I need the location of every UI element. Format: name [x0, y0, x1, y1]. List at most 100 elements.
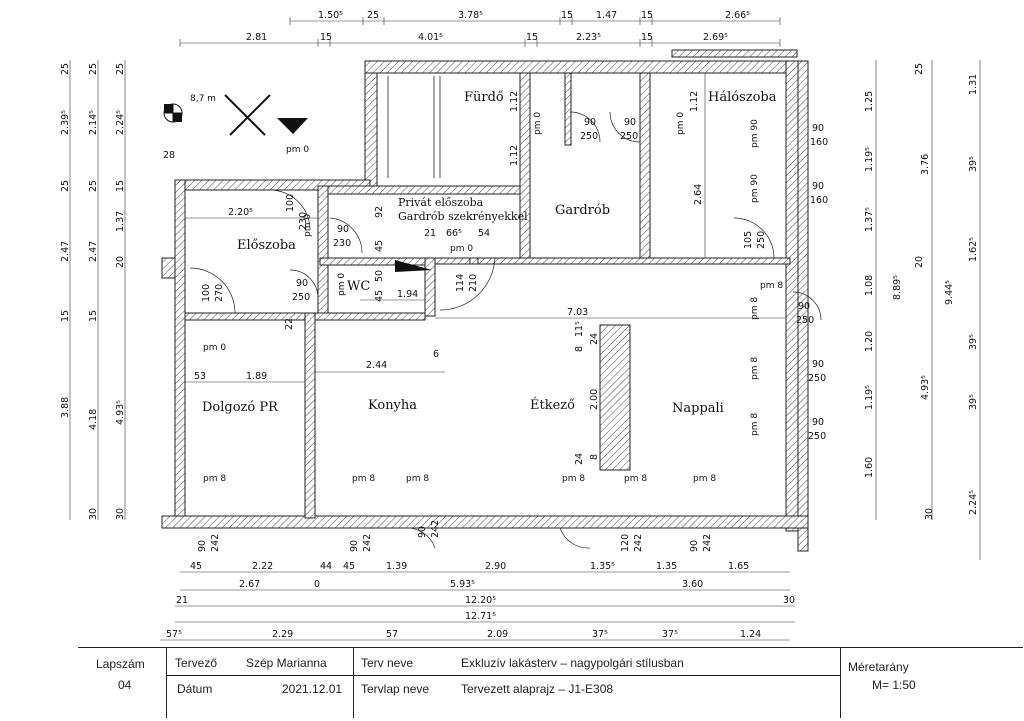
- pm-label: pm 8: [352, 474, 375, 484]
- dim-interior: 1.12: [689, 91, 700, 112]
- dim-left-11: 15: [88, 310, 99, 322]
- dim-right-8: 25: [914, 63, 925, 75]
- dim-left-1: 25: [60, 63, 71, 75]
- dim-bottom: 1.35: [656, 561, 677, 572]
- room-furdo: Fürdő: [464, 90, 504, 105]
- dim-bottom: 5.93⁵: [450, 579, 475, 590]
- dim-left-4: 2.47: [60, 241, 71, 262]
- dim-right-15: 1.31: [968, 74, 979, 95]
- opening-width: 90: [584, 117, 596, 128]
- dim-left-2: 2.39⁵: [60, 110, 71, 135]
- opening-height: 242: [633, 534, 644, 552]
- dim-interior: 8: [574, 346, 585, 352]
- dim-interior: 2.20⁵: [228, 207, 253, 218]
- dim-bottom: 45: [343, 561, 355, 572]
- dim-left-9: 25: [88, 180, 99, 192]
- north-label: 8,7 m: [190, 94, 216, 104]
- dim-interior: 50: [374, 270, 385, 282]
- dim-bottom: 37⁵: [592, 629, 608, 640]
- dim-top-4: 15: [561, 10, 573, 21]
- dim-left-16: 15: [115, 180, 126, 192]
- pm-label: pm 0: [533, 112, 543, 135]
- dim-right-6: 1.19⁵: [864, 385, 875, 410]
- opening-width: 90: [812, 359, 824, 370]
- opening-height: 250: [808, 431, 826, 442]
- room-haloszoba: Hálószoba: [708, 90, 777, 105]
- pm-label: pm 8: [760, 281, 783, 291]
- left-dimensions: 25 2.39⁵ 25 2.47 15 3.88 25 2.14⁵ 25 2.4…: [60, 60, 126, 520]
- dim-bottom: 2.67: [239, 579, 260, 590]
- pm-label: pm 0: [337, 273, 347, 296]
- dim-bottom: 45: [190, 561, 202, 572]
- room-dolgozo: Dolgozó PR: [202, 400, 279, 415]
- pm-label: pm 8: [750, 297, 760, 320]
- pm-label: pm 0: [286, 145, 309, 155]
- dim-interior: 11⁵: [574, 321, 585, 337]
- opening-height: 250: [580, 131, 598, 142]
- room-konyha: Konyha: [368, 398, 417, 413]
- dim-top-5: 1.47: [596, 10, 617, 21]
- opening-width: 90: [296, 278, 308, 289]
- dim-right-14: 9.44⁵: [944, 280, 955, 305]
- room-privat-eloszoba-sub: Gardrób szekrényekkel: [398, 210, 528, 223]
- dim-right-19: 39⁵: [968, 394, 979, 410]
- datum-value: 2021.12.01: [282, 682, 343, 696]
- dim-bottom: 1.24: [740, 629, 761, 640]
- opening-width: 105: [743, 231, 754, 249]
- dim-left-5: 15: [60, 310, 71, 322]
- level-marks: pm 0 pm 0 pm 0 pm 0 pm 0 pm 0 pm 0 pm 90…: [203, 112, 783, 484]
- opening-width: 90: [798, 301, 810, 312]
- opening-width: 90: [197, 540, 208, 552]
- title-block: Lapszám 04 Tervező Szép Marianna Dátum 2…: [78, 647, 1023, 718]
- pm-label: pm 8: [750, 413, 760, 436]
- dim-interior: 21: [424, 228, 436, 239]
- dim-bottom: 1.39: [386, 561, 407, 572]
- dim-bottom: 1.65: [728, 561, 749, 572]
- opening-height: 250: [808, 373, 826, 384]
- dim-bottom: 12.71⁵: [465, 611, 496, 622]
- opening-width: 120: [620, 534, 631, 552]
- dim-right-5: 1.20: [864, 331, 875, 352]
- dim-bottom: 2.22: [252, 561, 273, 572]
- dim-interior: 45: [374, 290, 385, 302]
- dim-right-12: 3.76: [920, 154, 931, 175]
- opening-width: 90: [689, 540, 700, 552]
- dim-top-1: 1.50⁵: [318, 10, 343, 21]
- terv-neve-label: Terv neve: [361, 656, 414, 670]
- dim-bottom: 37⁵: [662, 629, 678, 640]
- opening-width: 100: [201, 284, 212, 302]
- dim-left-17: 1.37: [115, 211, 126, 232]
- dim-bottom: 57⁵: [166, 629, 182, 640]
- dim-right-20: 2.24⁵: [968, 490, 979, 515]
- meretarany-label: Méretarány: [848, 660, 909, 674]
- meretarany-value: M= 1:50: [872, 678, 916, 692]
- dim-top-2: 25: [367, 10, 379, 21]
- dim-top-12: 2.23⁵: [576, 32, 601, 43]
- opening-height: 242: [702, 534, 713, 552]
- dim-bottom: 0: [314, 579, 320, 590]
- opening-width: 90: [812, 417, 824, 428]
- pm-label: pm 0: [676, 112, 686, 135]
- dim-top-13: 15: [641, 32, 653, 43]
- dim-interior: 2.64: [693, 184, 704, 205]
- dim-interior: 22: [284, 318, 295, 330]
- opening-height: 270: [214, 284, 225, 302]
- dim-left-13: 30: [88, 508, 99, 520]
- dim-bottom: 2.90: [485, 561, 506, 572]
- opening-height: 242: [430, 520, 441, 538]
- dim-right-13: 4.93⁵: [920, 375, 931, 400]
- dim-interior: 54: [478, 228, 490, 239]
- dim-interior: 24: [589, 333, 600, 345]
- dim-interior: 2.00: [589, 389, 600, 410]
- dim-interior: 1.89: [246, 371, 267, 382]
- dim-bottom: 2.29: [272, 629, 293, 640]
- dim-interior: 28: [163, 150, 175, 161]
- dim-left-6: 3.88: [60, 397, 71, 418]
- pm-label: pm 8: [406, 474, 429, 484]
- opening-height: 250: [796, 315, 814, 326]
- datum-label: Dátum: [177, 682, 213, 696]
- dim-left-8: 2.14⁵: [88, 110, 99, 135]
- dim-left-14: 25: [115, 63, 126, 75]
- dim-interior: 24: [574, 453, 585, 465]
